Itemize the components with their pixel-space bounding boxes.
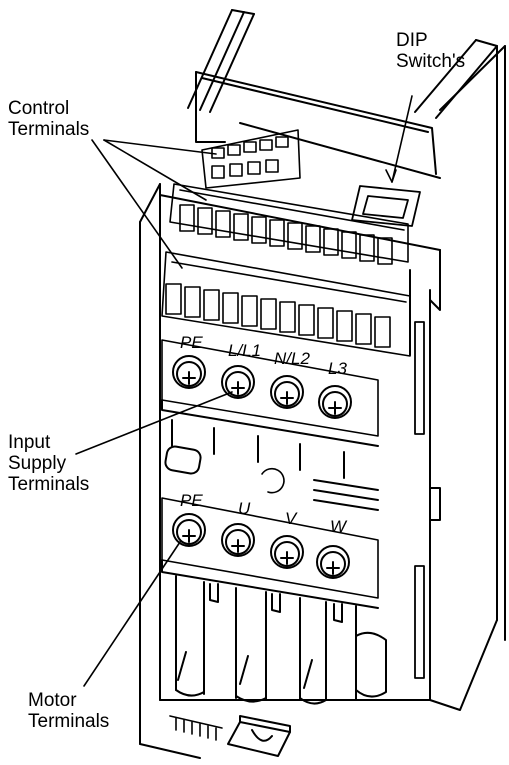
- motor-terminal-block: [161, 497, 387, 705]
- motor-label-v: V: [285, 509, 298, 528]
- motor-screw-u: [221, 523, 255, 557]
- input-label-l2: N/L2: [274, 349, 310, 368]
- middle-terminal-strip: [169, 183, 409, 265]
- control-terminals-callout-line-1: Control: [8, 98, 70, 119]
- control-terminals-callout-line-2: Terminals: [8, 119, 90, 140]
- motor-screw-pe: [172, 513, 206, 547]
- dip-switches-callout-line-2: Switch's: [396, 51, 466, 72]
- housing-back-edges: [187, 9, 506, 641]
- bottom-vents: [169, 715, 223, 741]
- motor-terminals-callout: Motor Terminals: [28, 690, 109, 732]
- dip-switches-callout: DIP Switch's: [396, 30, 465, 72]
- mounting-clip: [227, 715, 291, 757]
- input-label-l3: L3: [328, 359, 347, 378]
- control-terminals-callout: Control Terminals: [8, 98, 89, 140]
- motor-label-w: W: [330, 517, 348, 536]
- input-terminal-labels: PE L/L1 N/L2 L3: [180, 333, 347, 378]
- input-supply-callout-line-3: Terminals: [8, 474, 90, 495]
- motor-label-u: U: [238, 499, 251, 518]
- motor-label-pe: PE: [180, 491, 203, 510]
- input-screw-pe: [172, 355, 206, 389]
- motor-terminal-labels: PE U V W: [180, 491, 348, 536]
- input-supply-terminals-callout: Input Supply Terminals: [8, 432, 89, 495]
- dip-switches-callout-line-1: DIP: [396, 30, 428, 51]
- leader-lines: [75, 95, 413, 687]
- input-terminal-block: [161, 339, 379, 511]
- motor-screw-v: [270, 535, 304, 569]
- motor-screw-w: [316, 545, 350, 579]
- lower-terminal-strip: [161, 251, 411, 357]
- input-label-l1: L/L1: [228, 341, 261, 360]
- input-screw-l2: [270, 375, 304, 409]
- input-label-pe: PE: [180, 333, 203, 352]
- input-screw-l3: [318, 385, 352, 419]
- top-cover: [159, 71, 441, 251]
- input-supply-callout-line-2: Supply: [8, 453, 67, 474]
- input-supply-callout-line-1: Input: [8, 432, 51, 453]
- input-screw-l1: [221, 365, 255, 399]
- motor-terminals-callout-line-1: Motor: [28, 690, 77, 711]
- dip-switch-block: [351, 185, 421, 227]
- upper-terminal-block: [201, 129, 301, 189]
- housing-body: [139, 183, 498, 759]
- motor-terminals-callout-line-2: Terminals: [28, 711, 110, 732]
